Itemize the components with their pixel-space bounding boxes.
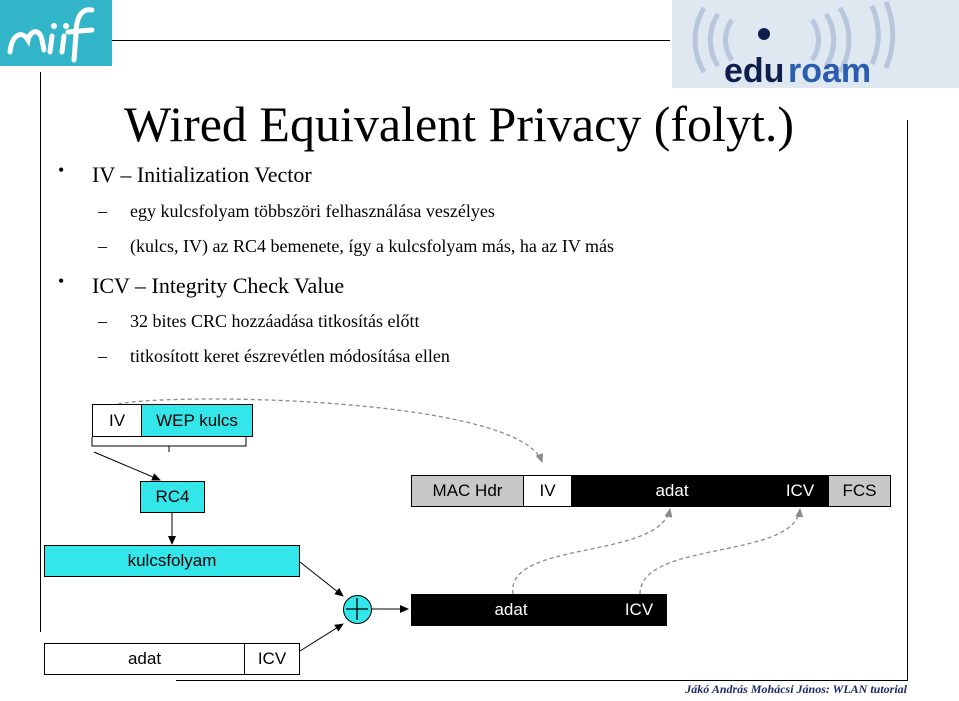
keystream-to-xor-arrow bbox=[299, 561, 344, 597]
bullet-dot: • bbox=[58, 160, 65, 180]
bullet-icv-text: ICV – Integrity Check Value bbox=[92, 273, 345, 298]
subbullet-iv-1-text: egy kulcsfolyam többszöri felhasználása … bbox=[130, 201, 495, 221]
cipher-data-dashed-arrow bbox=[512, 508, 673, 595]
subbullet-dash: – bbox=[98, 311, 107, 331]
bullet-dot: • bbox=[58, 271, 65, 291]
frame-fcs-box: FCS bbox=[828, 475, 891, 507]
cipher-data-box: adat bbox=[411, 594, 611, 626]
subbullet-dash: – bbox=[98, 201, 107, 221]
frame-left-line bbox=[40, 72, 41, 632]
plain-icv-box: ICV bbox=[244, 643, 300, 675]
frame-top-line bbox=[110, 40, 670, 41]
subbullet-icv-2-text: titkosított keret észrevétlen módosítása… bbox=[130, 346, 450, 366]
eduroam-logo: edu roam bbox=[672, 0, 959, 90]
niif-logo bbox=[0, 0, 112, 66]
frame-icv-box: ICV bbox=[772, 475, 828, 507]
niif-logo-graphic bbox=[7, 7, 95, 63]
plus-icon bbox=[346, 598, 368, 620]
keystream-box: kulcsfolyam bbox=[44, 545, 300, 577]
frame-iv-box: IV bbox=[523, 475, 572, 507]
input-iv-box: IV bbox=[92, 404, 142, 437]
footer-credit: Jákó András Mohácsi János: WLAN tutorial bbox=[685, 682, 907, 696]
xor-operator bbox=[343, 595, 372, 624]
eduroam-logo-graphic: edu roam bbox=[692, 1, 896, 90]
frame-bottom-line bbox=[176, 680, 908, 681]
plain-to-xor-arrow bbox=[299, 623, 344, 652]
rc4-box: RC4 bbox=[140, 481, 205, 513]
input-brace bbox=[91, 437, 247, 452]
subbullet-iv-2-text: (kulcs, IV) az RC4 bemenete, így a kulcs… bbox=[130, 236, 615, 256]
frame-right-line bbox=[907, 120, 908, 680]
svg-text:edu: edu bbox=[724, 52, 784, 88]
subbullet-dash: – bbox=[98, 236, 107, 256]
svg-text:roam: roam bbox=[788, 52, 871, 88]
subbullet-dash: – bbox=[98, 346, 107, 366]
frame-mac-hdr-box: MAC Hdr bbox=[411, 475, 524, 507]
key-to-rc4-arrow bbox=[93, 451, 161, 481]
cipher-icv-box: ICV bbox=[611, 594, 667, 626]
bullet-iv-text: IV – Initialization Vector bbox=[92, 162, 312, 187]
subbullet-icv-1-text: 32 bites CRC hozzáadása titkosítás előtt bbox=[130, 311, 420, 331]
iv-dashed-arrow bbox=[117, 398, 544, 463]
frame-data-box: adat bbox=[572, 475, 772, 507]
plain-data-box: adat bbox=[44, 643, 245, 675]
input-key-box: WEP kulcs bbox=[141, 404, 253, 437]
slide-title: Wired Equivalent Privacy (folyt.) bbox=[124, 96, 794, 152]
